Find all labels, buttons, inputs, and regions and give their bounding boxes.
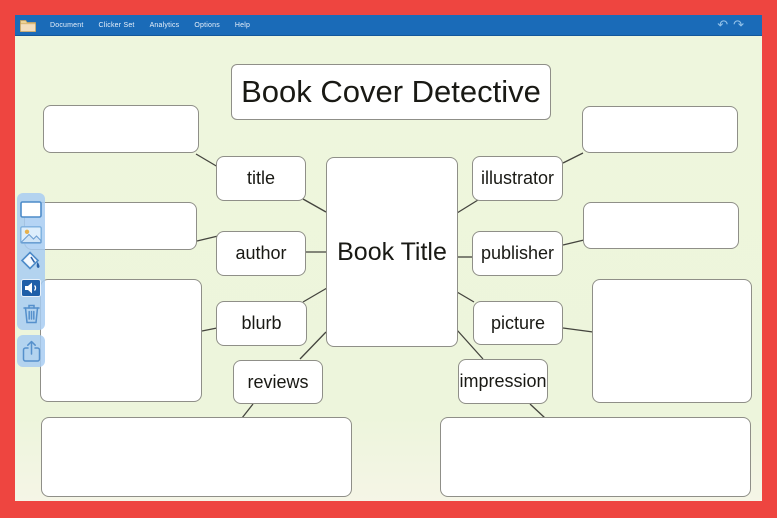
node-illustrator[interactable]: illustrator xyxy=(472,156,563,201)
node-author-label: author xyxy=(235,243,287,263)
delete-tool-button[interactable] xyxy=(17,301,45,327)
sound-tool-button[interactable] xyxy=(17,275,45,301)
menu-item-options[interactable]: Options xyxy=(194,21,220,29)
center-node[interactable]: Book Title xyxy=(326,157,458,347)
redo-icon[interactable]: ↷ xyxy=(733,18,744,33)
node-impression-label: impression xyxy=(459,371,547,391)
answer-box-top-right[interactable] xyxy=(582,106,738,153)
fill-tool-button[interactable] xyxy=(17,248,45,274)
node-picture[interactable]: picture xyxy=(473,301,563,345)
menu-item-clicker-set[interactable]: Clicker Set xyxy=(98,21,135,29)
share-icon xyxy=(22,340,40,362)
trash-icon xyxy=(22,305,40,324)
toolbar-main xyxy=(17,193,45,330)
menu-item-analytics[interactable]: Analytics xyxy=(149,21,180,29)
document-canvas[interactable]: Book Cover Detective Book Title title au… xyxy=(15,36,762,501)
connector-lines xyxy=(195,152,594,419)
node-reviews[interactable]: reviews xyxy=(233,360,323,404)
sound-tool-icon xyxy=(21,278,41,297)
menu-item-document[interactable]: Document xyxy=(50,21,84,29)
node-picture-label: picture xyxy=(490,312,546,333)
picture-tool-icon xyxy=(20,226,42,245)
node-reviews-label: reviews xyxy=(247,371,309,392)
app-window: Document Clicker Set Analytics Options H… xyxy=(15,15,762,501)
box-tool-icon xyxy=(20,200,42,218)
node-publisher-label: publisher xyxy=(480,243,555,263)
heading-node[interactable]: Book Cover Detective xyxy=(231,64,551,120)
history-buttons: ↶ ↷ xyxy=(717,15,744,36)
undo-icon[interactable]: ↶ xyxy=(717,18,729,33)
node-impression[interactable]: impression xyxy=(458,359,548,404)
node-author[interactable]: author xyxy=(216,231,306,276)
menu-item-help[interactable]: Help xyxy=(234,21,251,29)
node-title[interactable]: title xyxy=(216,156,306,201)
node-publisher[interactable]: publisher xyxy=(472,231,563,276)
box-tool-button[interactable] xyxy=(17,196,45,222)
node-blurb[interactable]: blurb xyxy=(216,301,307,346)
answer-box-big-right[interactable] xyxy=(592,279,752,403)
answer-box-big-left[interactable] xyxy=(40,279,202,402)
node-title-label: title xyxy=(246,168,275,188)
answer-box-top-left[interactable] xyxy=(43,105,199,153)
fill-tool-icon xyxy=(20,251,40,270)
picture-tool-button[interactable] xyxy=(17,222,45,248)
menu-items: Document Clicker Set Analytics Options H… xyxy=(50,15,250,36)
menu-bar: Document Clicker Set Analytics Options H… xyxy=(15,15,762,36)
answer-box-bottom-right[interactable] xyxy=(440,417,751,497)
node-illustrator-label: illustrator xyxy=(480,168,555,188)
answer-box-bottom-left[interactable] xyxy=(41,417,352,497)
node-blurb-label: blurb xyxy=(241,313,282,333)
answer-box-mid-right[interactable] xyxy=(583,202,739,249)
heading-label: Book Cover Detective xyxy=(241,74,541,109)
folder-icon[interactable] xyxy=(20,19,36,32)
share-tool-button[interactable] xyxy=(17,338,45,365)
toolbar-share xyxy=(17,335,45,367)
center-label: Book Title xyxy=(337,237,447,266)
answer-box-mid-left[interactable] xyxy=(24,202,197,250)
